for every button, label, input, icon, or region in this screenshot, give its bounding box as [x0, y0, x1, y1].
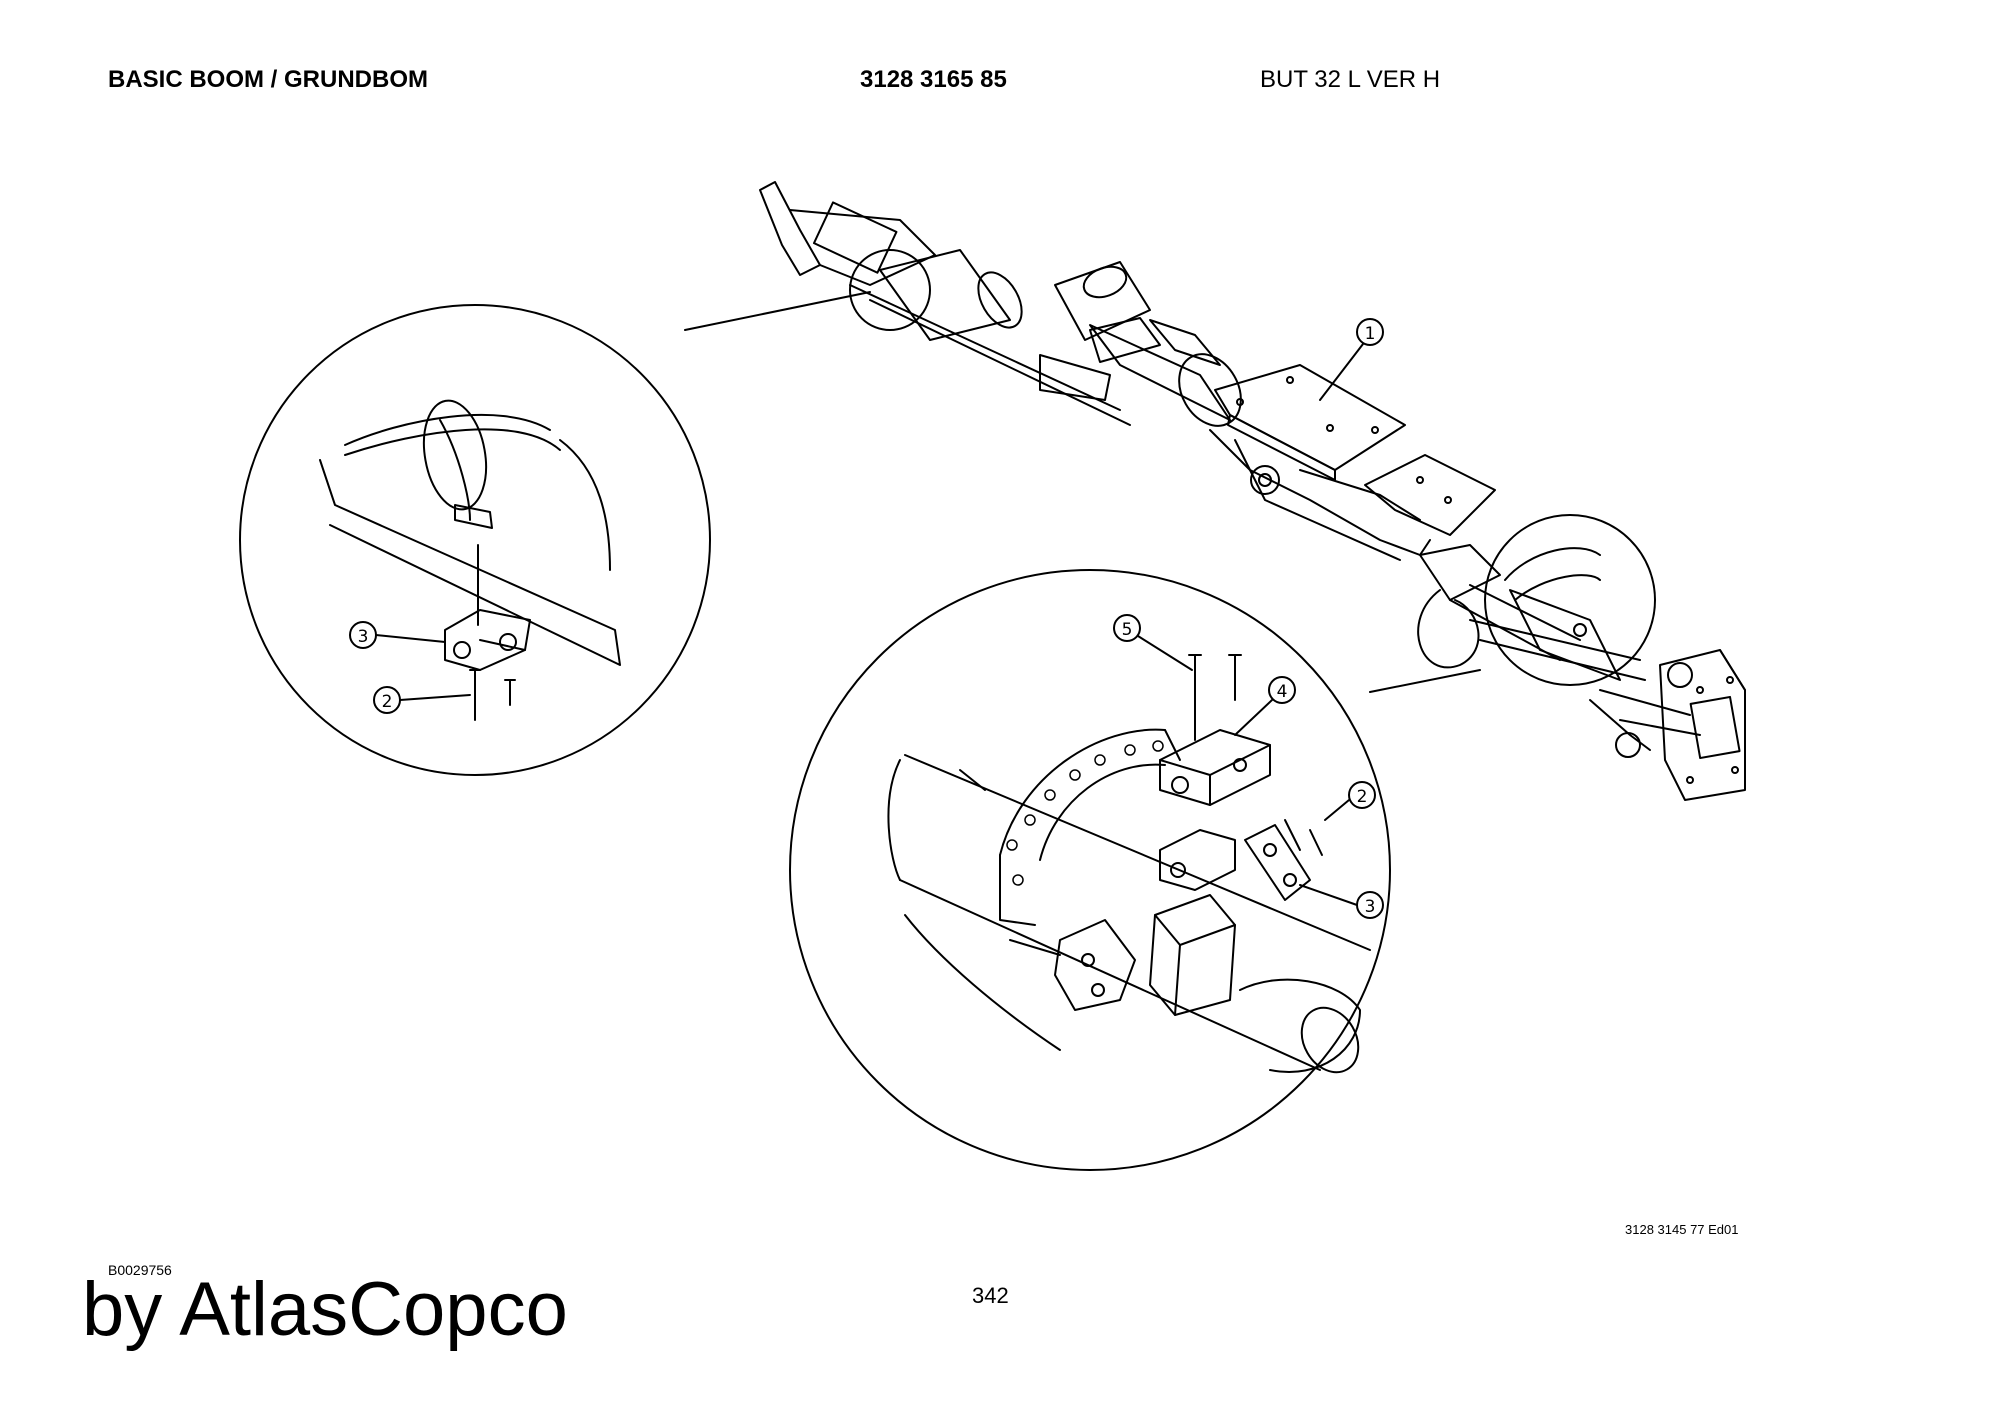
detail-circle-left: 3 2 [239, 249, 931, 776]
callout-4-label: 4 [1277, 682, 1288, 702]
callout-2-left-label: 2 [382, 692, 393, 712]
boom-assembly: 1 [759, 181, 1746, 801]
callout-1-label: 1 [1365, 324, 1376, 344]
page-title: BASIC BOOM / GRUNDBOM [108, 66, 428, 93]
callout-3-right-label: 3 [1365, 897, 1376, 917]
callout-3-left-label: 3 [358, 627, 369, 647]
model-designation: BUT 32 L VER H [1260, 66, 1441, 93]
image-id: B0029756 [108, 1262, 172, 1278]
drawing-reference: 3128 3145 77 Ed01 [1625, 1222, 1739, 1237]
part-number: 3128 3165 85 [860, 66, 1007, 93]
callout-5-label: 5 [1122, 620, 1133, 640]
detail-circle-right: 5 4 2 3 [789, 514, 1656, 1171]
brand-watermark: by AtlasCopco [82, 1267, 568, 1352]
page-number: 342 [972, 1283, 1009, 1308]
callout-2-right-label: 2 [1357, 787, 1368, 807]
